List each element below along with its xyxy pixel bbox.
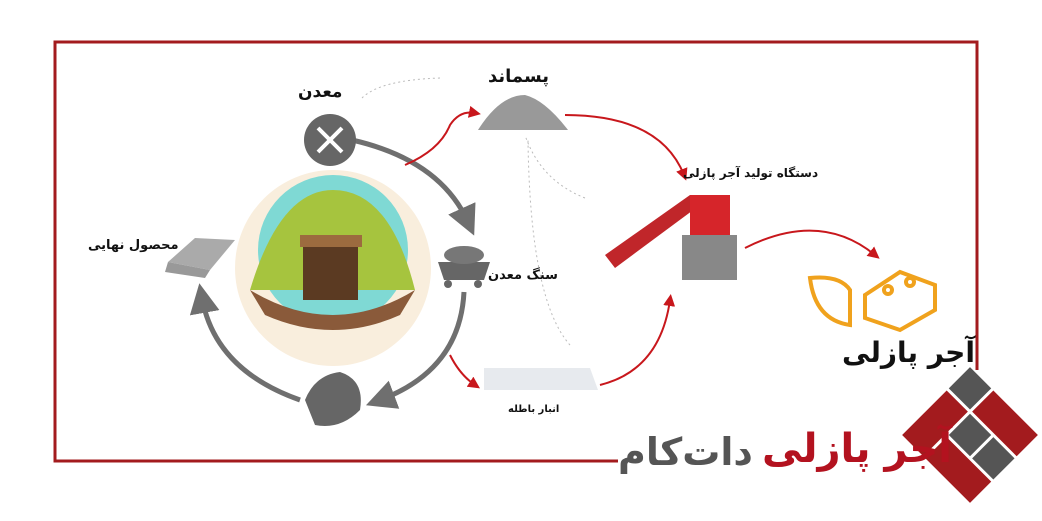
label-machine: دستگاه تولید آجر پازلی — [683, 166, 819, 180]
dotted-return-2 — [527, 139, 571, 346]
tailings-icon — [484, 368, 598, 390]
label-final-product: محصول نهایی — [88, 238, 179, 253]
dotted-waste-to-mine — [361, 77, 441, 99]
logo-text-gray: دات‌کام — [618, 430, 753, 474]
arrow-ore-to-tailings — [449, 354, 480, 389]
arrow-mine-to-waste — [404, 105, 481, 166]
arrow-machine-to-brick — [744, 229, 880, 259]
rock-icon — [305, 372, 361, 426]
gold-bars-icon — [165, 238, 235, 278]
puzzle-brick-icon — [807, 269, 937, 333]
label-mine: معدن — [298, 82, 343, 102]
label-tailings-storage: انبار باطله — [508, 404, 560, 415]
arrow-tailings-to-machine — [599, 294, 676, 386]
logo-text-red: آجر پازلی — [762, 426, 952, 472]
arrow-ore-to-rock — [365, 291, 467, 409]
arrow-waste-to-machine — [564, 114, 688, 181]
sand-pile-icon — [478, 95, 568, 130]
frame — [53, 40, 979, 463]
arrow-rock-to-product — [189, 283, 301, 403]
brick-machine-icon — [605, 195, 737, 280]
pickaxe-shovel-icon — [304, 114, 356, 166]
arrow-mine-to-ore — [351, 137, 476, 236]
dotted-return-1 — [524, 134, 586, 199]
logo-mark-icon — [902, 367, 1038, 503]
label-ore: سنگ معدن — [488, 268, 558, 283]
mine-illustration — [235, 170, 431, 366]
label-puzzle-brick: آجر پازلی — [842, 336, 975, 369]
mine-cart-icon — [438, 246, 490, 288]
label-waste: پسماند — [488, 66, 550, 87]
